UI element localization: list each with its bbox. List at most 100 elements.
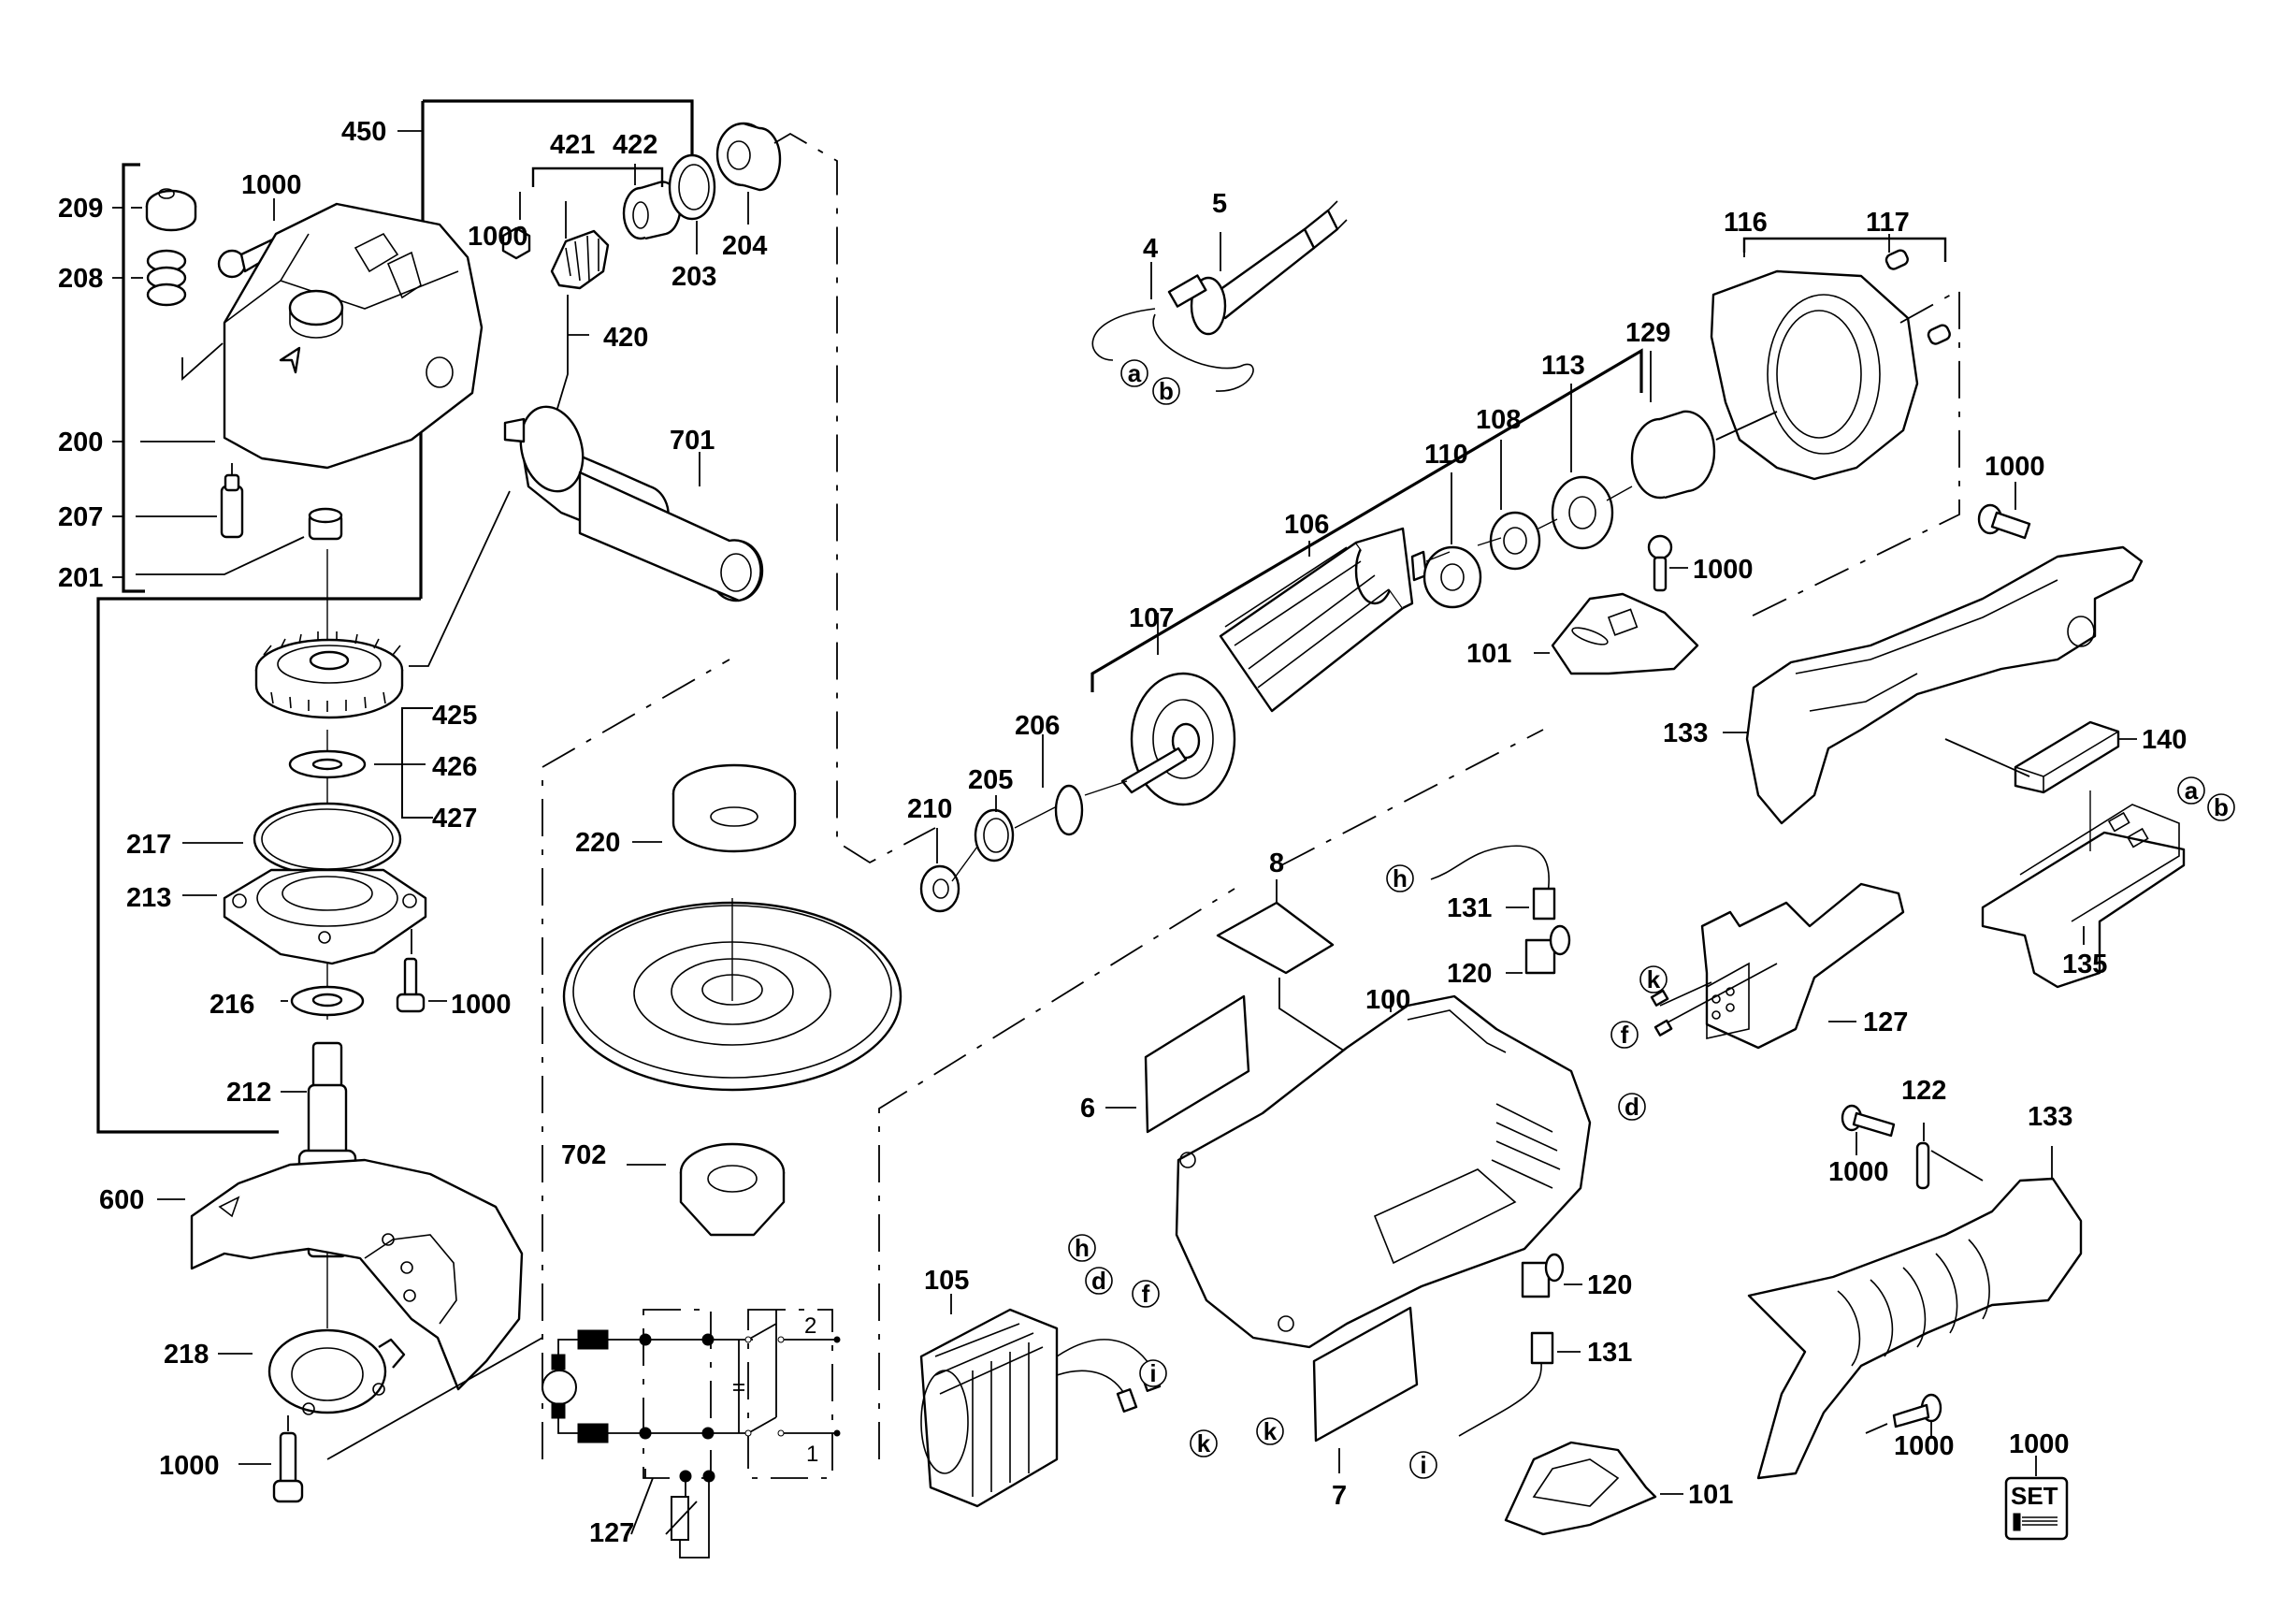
part-1000-screw-lower bbox=[1841, 1104, 1896, 1155]
label-212: 212 bbox=[226, 1078, 271, 1108]
label-600: 600 bbox=[99, 1185, 144, 1215]
part-number-labels: 450 421 422 1000 209 208 1000 203 204 42… bbox=[58, 117, 2187, 1548]
label-131: 131 bbox=[1587, 1338, 1632, 1368]
part-131-brush-lead-upper bbox=[1430, 845, 1556, 921]
dashdot-guide-pinion bbox=[773, 132, 936, 864]
svg-text:h: h bbox=[1393, 864, 1408, 892]
part-1000-screw-bottom bbox=[238, 1431, 304, 1503]
label-120: 120 bbox=[1447, 959, 1492, 989]
svg-text:i: i bbox=[1149, 1359, 1156, 1387]
label-101: 101 bbox=[1688, 1480, 1733, 1510]
connector-switch-k: k bbox=[1639, 965, 1668, 993]
svg-text:h: h bbox=[1075, 1234, 1090, 1262]
connector-stator-k2: k bbox=[1256, 1417, 1284, 1445]
label-7: 7 bbox=[1332, 1481, 1347, 1511]
bracket-spindle-assembly bbox=[96, 597, 421, 1134]
connector-switch-a: a bbox=[2177, 776, 2205, 805]
label-420: 420 bbox=[603, 323, 648, 353]
connector-stator-f: f bbox=[1132, 1280, 1160, 1308]
connector-stator-i: i bbox=[1139, 1359, 1167, 1387]
svg-text:b: b bbox=[2214, 793, 2229, 821]
part-101-brush-cover-bottom bbox=[1504, 1441, 1683, 1536]
part-1000-screw-handle-rear bbox=[1865, 1393, 1942, 1436]
part-201-bushing bbox=[136, 507, 343, 575]
part-206-circlip bbox=[1042, 734, 1084, 836]
part-131-brush-lead-lower bbox=[1458, 1331, 1581, 1437]
part-421-pinion bbox=[550, 201, 610, 413]
svg-text:k: k bbox=[1647, 965, 1661, 993]
label-120: 120 bbox=[1587, 1270, 1632, 1300]
label-140: 140 bbox=[2142, 725, 2187, 755]
label-122: 122 bbox=[1901, 1076, 1946, 1106]
label-1000: 1000 bbox=[451, 990, 512, 1020]
label-110: 110 bbox=[1424, 440, 1468, 470]
part-105-stator bbox=[919, 1294, 1162, 1508]
part-208-spring bbox=[131, 249, 187, 307]
svg-text:a: a bbox=[1128, 359, 1142, 387]
label-1000-set: 1000 bbox=[2009, 1429, 2070, 1459]
connector-switch-f: f bbox=[1610, 1021, 1639, 1049]
label-1000: 1000 bbox=[1828, 1157, 1889, 1187]
part-426-washer bbox=[288, 707, 433, 819]
label-1000: 1000 bbox=[159, 1451, 220, 1481]
label-101: 101 bbox=[1466, 639, 1511, 669]
part-209-cap bbox=[131, 188, 197, 232]
dashdot-guide-housing bbox=[878, 729, 1544, 1459]
set-badge: SET bbox=[2004, 1456, 2069, 1541]
part-1000-screw-flange bbox=[396, 929, 447, 1013]
label-207: 207 bbox=[58, 502, 103, 532]
part-120-brush-holder-upper bbox=[1506, 924, 1571, 975]
label-106: 106 bbox=[1284, 510, 1329, 540]
label-1000: 1000 bbox=[1693, 555, 1754, 585]
label-205: 205 bbox=[968, 765, 1013, 795]
part-116-fan-baffle bbox=[1710, 239, 1919, 481]
schematic-switch-pos-2: 2 bbox=[804, 1313, 816, 1339]
label-117: 117 bbox=[1866, 208, 1910, 238]
part-100-motor-housing bbox=[1175, 992, 1592, 1349]
part-108-bearing bbox=[1489, 440, 1541, 571]
part-205-washer bbox=[974, 795, 1015, 863]
part-210-bearing bbox=[919, 828, 960, 913]
part-4-grommet bbox=[1091, 262, 1254, 392]
part-600-wheel-guard bbox=[157, 1158, 524, 1391]
label-217: 217 bbox=[126, 830, 171, 860]
label-1000: 1000 bbox=[241, 170, 302, 200]
label-108: 108 bbox=[1476, 405, 1521, 435]
connector-cord-a: a bbox=[1120, 359, 1148, 387]
part-204-bearing bbox=[715, 122, 782, 225]
label-216: 216 bbox=[209, 990, 254, 1020]
part-217-oring bbox=[182, 802, 402, 877]
connector-brush-i: i bbox=[1409, 1451, 1437, 1479]
svg-text:i: i bbox=[1420, 1451, 1426, 1479]
part-216-washer bbox=[281, 985, 365, 1017]
label-1000: 1000 bbox=[1985, 452, 2045, 482]
connector-stator-h: h bbox=[1068, 1234, 1096, 1262]
circuit-schematic bbox=[542, 1309, 841, 1559]
part-207-pin bbox=[136, 463, 244, 539]
part-107-armature bbox=[1120, 527, 1428, 806]
label-220: 220 bbox=[575, 828, 620, 858]
connector-brush-h: h bbox=[1386, 864, 1414, 892]
label-208: 208 bbox=[58, 264, 103, 294]
svg-text:k: k bbox=[1264, 1417, 1278, 1445]
label-213: 213 bbox=[126, 883, 171, 913]
label-204: 204 bbox=[722, 231, 767, 261]
label-203: 203 bbox=[671, 262, 716, 292]
label-426: 426 bbox=[432, 752, 477, 782]
part-701-side-handle bbox=[503, 405, 764, 602]
part-1000-screw-cover bbox=[1647, 534, 1688, 592]
part-702-flange-nut bbox=[627, 1142, 786, 1237]
svg-text:d: d bbox=[1625, 1093, 1639, 1121]
label-129: 129 bbox=[1625, 318, 1670, 348]
label-131: 131 bbox=[1447, 893, 1492, 923]
label-107: 107 bbox=[1129, 603, 1174, 633]
part-1000-screw-handle bbox=[1977, 482, 2031, 540]
part-1000-nut bbox=[501, 192, 531, 260]
part-133-rear-handle bbox=[1747, 1146, 2083, 1480]
part-disc bbox=[562, 898, 903, 1092]
label-8: 8 bbox=[1269, 848, 1284, 878]
label-209: 209 bbox=[58, 194, 103, 224]
label-133: 133 bbox=[2028, 1102, 2072, 1132]
set-badge-text: SET bbox=[2011, 1482, 2058, 1510]
label-113: 113 bbox=[1541, 351, 1585, 381]
